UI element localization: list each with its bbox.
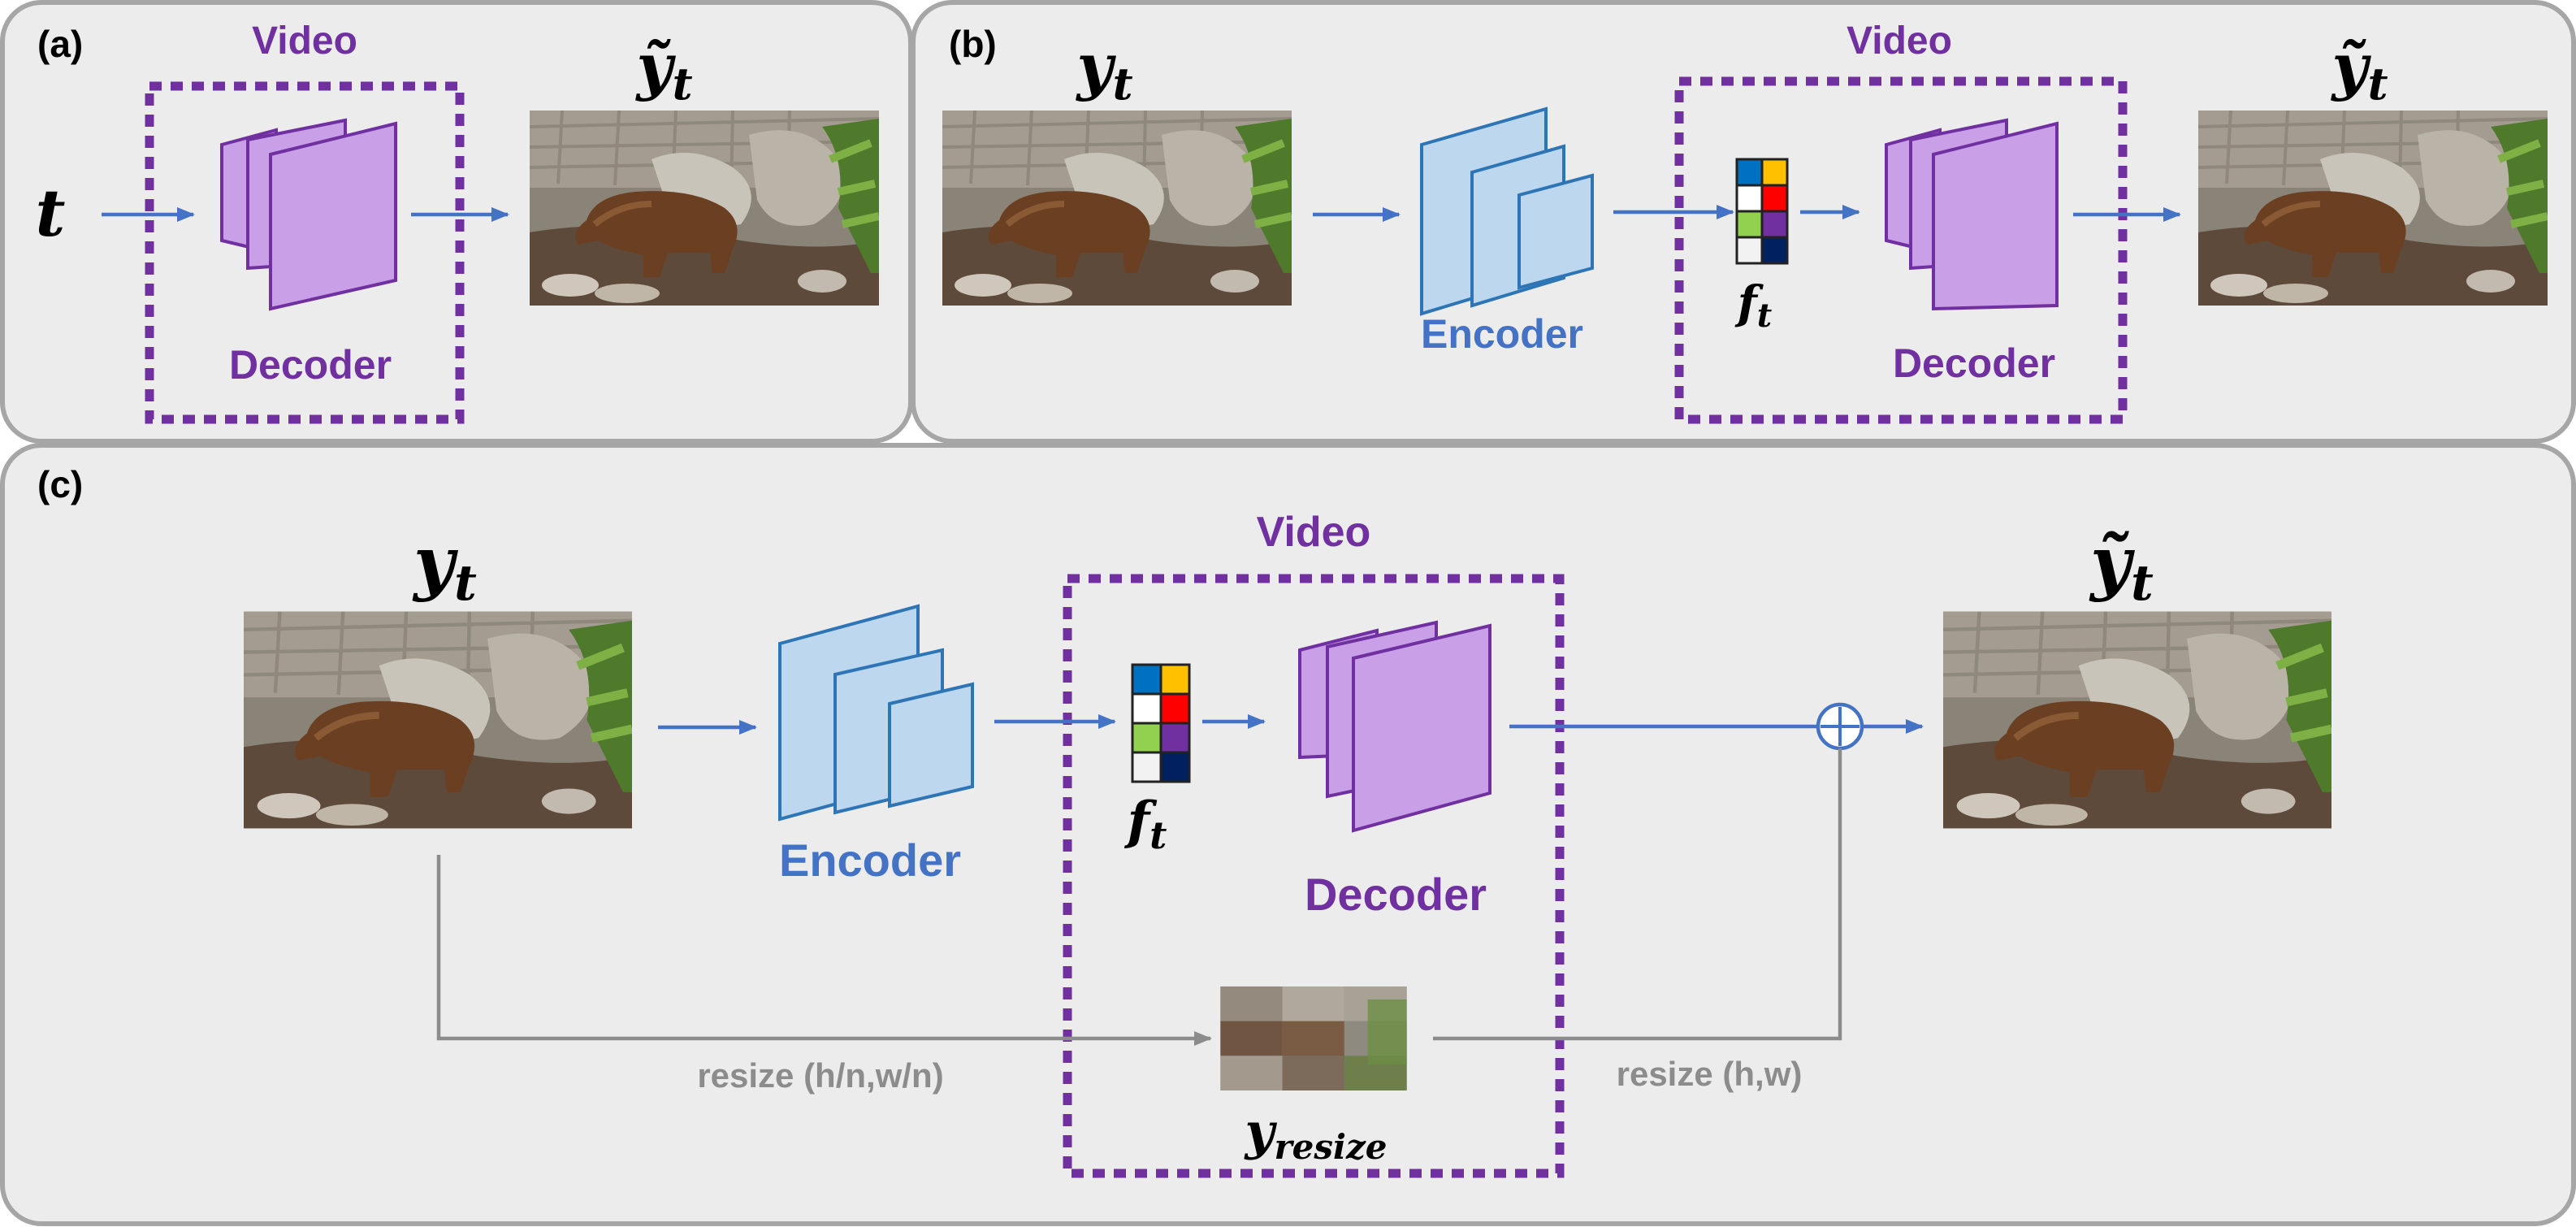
- panel-c-resize-up-label: resize (h,w): [1617, 1055, 1803, 1093]
- feature-grid-cell: [1760, 158, 1789, 187]
- panel-c: (c) yt Encoder Video ft Decoder ỹt resiz: [0, 443, 2576, 1226]
- panel-c-output-symbol: ỹt: [2089, 522, 2154, 612]
- feature-grid-cell: [1131, 692, 1162, 725]
- panel-a-decoder-label: Decoder: [229, 342, 392, 388]
- panel-a-output-image: [530, 111, 879, 306]
- panel-b-decoder-label: Decoder: [1893, 340, 2055, 386]
- panel-b-encoder-label: Encoder: [1421, 311, 1583, 357]
- panel-b-output-image: [2198, 111, 2548, 306]
- panel-c-resize-down-label: resize (h/n,w/n): [697, 1056, 943, 1095]
- panel-a-input-t: t: [36, 175, 66, 251]
- panel-c-output-image: [1943, 612, 2331, 829]
- panel-c-feature-grid: [1131, 663, 1191, 783]
- feature-grid-cell: [1760, 236, 1789, 265]
- feature-grid-cell: [1735, 210, 1764, 239]
- panel-b-feature-grid: [1735, 158, 1789, 265]
- panel-c-skip-arrow-up: [1433, 748, 1842, 1041]
- feature-grid-cell: [1760, 184, 1789, 213]
- panel-c-tag: (c): [37, 463, 83, 505]
- panel-b-tag: (b): [949, 23, 997, 65]
- panel-c-resize-symbol: yresize: [1243, 1102, 1387, 1167]
- panel-c-video-box: [1063, 574, 1565, 1178]
- feature-grid-cell: [1131, 722, 1162, 754]
- feature-grid-cell: [1159, 722, 1191, 754]
- panel-b-encoder-icon: [1420, 106, 1594, 316]
- feature-grid-cell: [1159, 751, 1191, 783]
- panel-a-tag: (a): [37, 23, 83, 65]
- panel-c-encoder-icon: [778, 604, 974, 822]
- panel-c-skip-arrow-down: [436, 855, 1212, 1046]
- feature-grid-cell: [1159, 692, 1191, 725]
- panel-b: (b) yt Encoder Video ft Decoder ỹt: [911, 0, 2576, 444]
- panel-a-video-label: Video: [252, 20, 357, 63]
- panel-c-input-image: [244, 612, 632, 829]
- panel-c-video-label: Video: [1257, 509, 1371, 556]
- panel-c-input-symbol: yt: [412, 522, 477, 612]
- feature-grid-cell: [1131, 663, 1162, 696]
- panel-c-decoder-label: Decoder: [1305, 869, 1487, 920]
- feature-grid-cell: [1735, 236, 1764, 265]
- feature-grid-cell: [1735, 158, 1764, 187]
- panel-c-decoder-icon: [1298, 620, 1491, 833]
- panel-c-frame: [0, 443, 2576, 1226]
- panel-a-video-box: [145, 81, 465, 424]
- panel-b-video-label: Video: [1846, 20, 1952, 63]
- panel-b-decoder-icon: [1885, 118, 2059, 311]
- panel-b-input-image: [942, 111, 1292, 306]
- panel-c-encoder-label: Encoder: [779, 835, 961, 886]
- feature-grid-cell: [1760, 210, 1789, 239]
- panel-a: (a) Video t Decoder ỹt: [0, 0, 913, 444]
- panel-a-output-symbol: ỹt: [634, 30, 692, 110]
- panel-b-feature-symbol: ft: [1734, 276, 1773, 335]
- panel-b-input-symbol: yt: [1075, 30, 1132, 110]
- feature-grid-cell: [1735, 184, 1764, 213]
- feature-grid-cell: [1131, 751, 1162, 783]
- panel-a-decoder-icon: [220, 118, 397, 311]
- feature-grid-cell: [1159, 663, 1191, 696]
- panel-c-resized-image: [1220, 986, 1407, 1090]
- panel-b-output-symbol: ỹt: [2330, 30, 2388, 110]
- panel-b-video-box: [1674, 76, 2128, 424]
